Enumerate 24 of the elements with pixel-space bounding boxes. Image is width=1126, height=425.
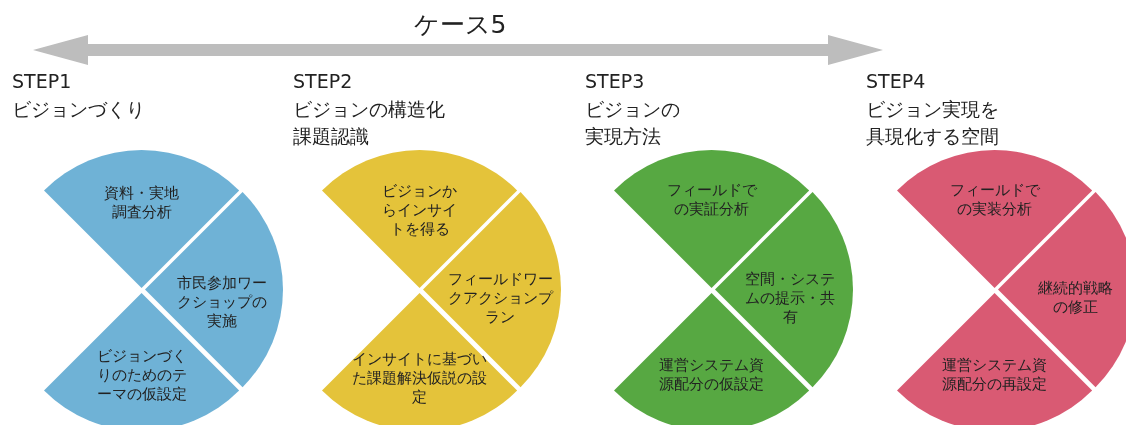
- segment-text: 運営システム資源配分の仮設定: [658, 355, 766, 394]
- title: ケース5: [413, 10, 507, 40]
- step-number: STEP4: [866, 69, 926, 94]
- segment-text: フィールドでの実証分析: [666, 180, 758, 219]
- step-heading: ビジョンの構造化課題認識: [293, 97, 446, 149]
- segment-text: ビジョンづくりのためのテーマの仮設定: [96, 346, 188, 403]
- segment-text: 継続的戦略の修正: [1037, 279, 1114, 317]
- step-number: STEP1: [12, 69, 72, 94]
- step-number: STEP2: [293, 69, 353, 94]
- pie-segment: [614, 292, 810, 425]
- step-heading: ビジョン実現を具現化する空間: [866, 97, 1000, 149]
- pie-segment: [44, 292, 240, 425]
- segment-text: フィールドでの実装分析: [949, 180, 1041, 219]
- step-heading: ビジョンの実現方法: [585, 97, 681, 149]
- segment-text: 市民参加ワークショップの実施: [176, 273, 269, 331]
- segment-text: 資料・実地調査分析: [104, 183, 180, 222]
- step-heading: ビジョンづくり: [12, 97, 146, 122]
- step-number: STEP3: [585, 69, 645, 94]
- segment-text: ビジョンからインサイトを得る: [381, 181, 459, 238]
- segment-text: 空間・システムの提示・共有: [744, 269, 837, 327]
- segment-text: インサイトに基づいた課題解決仮説の設定: [351, 349, 489, 406]
- segment-text: 運営システム資源配分の再設定: [941, 355, 1049, 394]
- pie-segment: [322, 292, 518, 425]
- segment-text: フィールドワークアクションプラン: [447, 269, 555, 327]
